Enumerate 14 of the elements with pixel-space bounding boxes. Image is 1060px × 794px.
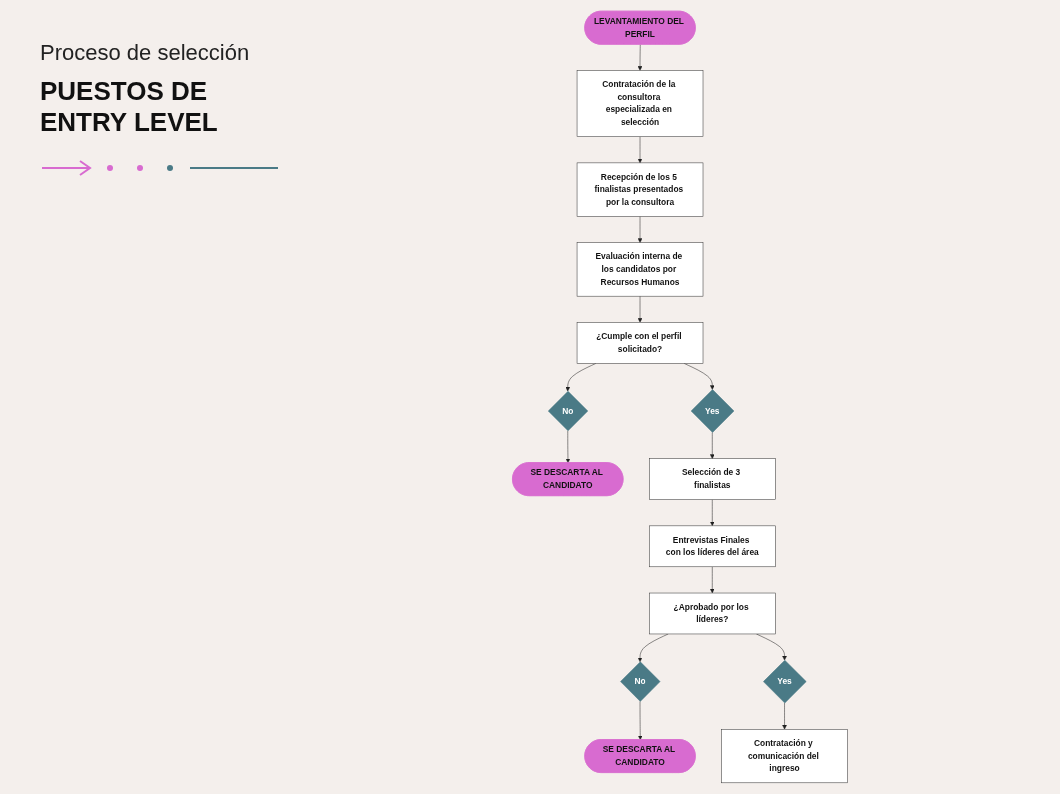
- node-box: Recepción de los 5 finalistas presentados por la consultora: [576, 162, 704, 217]
- node-box: Contratación y comunicación del ingreso: [721, 729, 848, 784]
- node-diamond: No: [548, 391, 589, 432]
- node-diamond: Yes: [690, 389, 735, 433]
- node-box: Contratación de la consultora especializada en selección: [576, 70, 704, 137]
- node-box: ¿Cumple con el perfil solicitado?: [576, 322, 704, 364]
- node-box: Entrevistas Finales con los líderes del área: [649, 525, 776, 568]
- node-diamond: No: [620, 661, 661, 702]
- node-box: ¿Aprobado por los líderes?: [649, 592, 776, 635]
- title: PUESTOS DE ENTRY LEVEL: [40, 76, 219, 138]
- node-box: Selección de 3 finalistas: [649, 458, 776, 500]
- node-diamond: Yes: [763, 659, 807, 704]
- node-box: Evaluación interna de los candidatos por Recursos Humanos: [576, 242, 704, 297]
- subtitle-text: Proceso de selección: [40, 40, 251, 66]
